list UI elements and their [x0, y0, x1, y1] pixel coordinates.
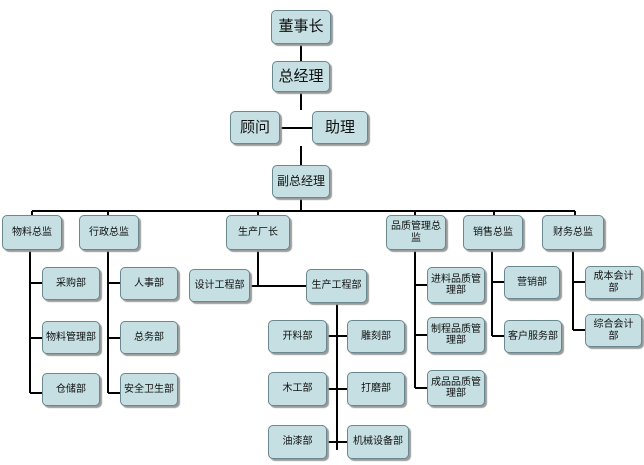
node-cost-accounting-label: 成本会计部: [593, 271, 634, 294]
node-assistant-label: 助理: [324, 117, 355, 136]
node-gm: 总经理: [272, 61, 330, 92]
node-advisor-label: 顾问: [239, 117, 270, 136]
node-sales-director: 销售总监: [463, 215, 523, 250]
node-incoming-qc-label: 进料品质管理部: [431, 273, 481, 297]
node-carving-label: 雕刻部: [361, 330, 391, 342]
node-plant-manager: 生产厂长: [226, 215, 290, 250]
node-cost-accounting: 成本会计部: [585, 266, 642, 299]
node-woodwork-label: 木工部: [282, 383, 313, 395]
node-warehouse: 仓储部: [42, 373, 100, 406]
node-woodwork: 木工部: [268, 372, 327, 406]
node-general-accounting-label: 综合会计部: [593, 319, 634, 342]
node-materials-director: 物料总监: [2, 215, 62, 250]
node-chairman-label: 董事长: [278, 17, 324, 36]
node-hr: 人事部: [120, 267, 178, 300]
node-process-qc: 制程品质管理部: [427, 317, 485, 353]
node-general-accounting: 综合会计部: [585, 314, 642, 347]
node-chairman: 董事长: [271, 10, 331, 44]
node-purchasing: 采购部: [42, 267, 100, 300]
node-machinery: 机械设备部: [347, 425, 409, 459]
node-cutting-label: 开料部: [282, 330, 313, 342]
node-advisor: 顾问: [230, 111, 280, 144]
node-deputy-gm: 副总经理: [272, 165, 330, 198]
node-warehouse-label: 仓储部: [56, 383, 86, 395]
node-safety-label: 安全卫生部: [124, 383, 174, 395]
node-sanding: 打磨部: [347, 372, 405, 406]
node-admin-director-label: 行政总监: [89, 226, 129, 238]
node-marketing: 营销部: [504, 266, 560, 299]
node-design-eng: 设计工程部: [189, 269, 250, 302]
node-carving: 雕刻部: [347, 320, 405, 353]
node-general-affairs: 总务部: [120, 321, 178, 354]
node-materials-mgmt: 物料管理部: [42, 321, 100, 354]
node-materials-mgmt-label: 物料管理部: [46, 331, 96, 343]
node-safety: 安全卫生部: [120, 373, 178, 406]
node-materials-director-label: 物料总监: [12, 226, 52, 238]
node-sales-director-label: 销售总监: [473, 226, 513, 238]
node-finance-director-label: 财务总监: [553, 226, 593, 238]
node-deputy-gm-label: 副总经理: [276, 173, 325, 188]
node-finance-director: 财务总监: [542, 215, 604, 250]
node-general-affairs-label: 总务部: [134, 331, 164, 343]
node-hr-label: 人事部: [134, 277, 164, 289]
node-quality-director-label: 品质管理总监: [391, 221, 441, 244]
node-incoming-qc: 进料品质管理部: [427, 267, 485, 303]
node-gm-label: 总经理: [278, 66, 324, 85]
node-purchasing-label: 采购部: [56, 277, 86, 289]
node-design-eng-label: 设计工程部: [194, 279, 245, 291]
node-machinery-label: 机械设备部: [353, 436, 403, 448]
node-sanding-label: 打磨部: [361, 383, 391, 395]
node-painting-label: 油漆部: [282, 436, 313, 448]
node-quality-director: 品质管理总监: [386, 215, 446, 250]
node-painting: 油漆部: [268, 425, 327, 459]
node-product-qc: 成品品质管理部: [427, 370, 485, 406]
node-production-eng: 生产工程部: [306, 269, 367, 303]
node-cutting: 开料部: [268, 320, 327, 353]
node-marketing-label: 营销部: [517, 276, 547, 288]
node-assistant: 助理: [312, 111, 368, 144]
node-customer-service: 客户服务部: [504, 320, 562, 353]
node-plant-manager-label: 生产厂长: [238, 226, 278, 238]
node-admin-director: 行政总监: [79, 215, 139, 250]
node-process-qc-label: 制程品质管理部: [431, 323, 481, 347]
node-product-qc-label: 成品品质管理部: [431, 376, 481, 400]
node-customer-service-label: 客户服务部: [508, 330, 558, 342]
node-production-eng-label: 生产工程部: [311, 280, 362, 292]
